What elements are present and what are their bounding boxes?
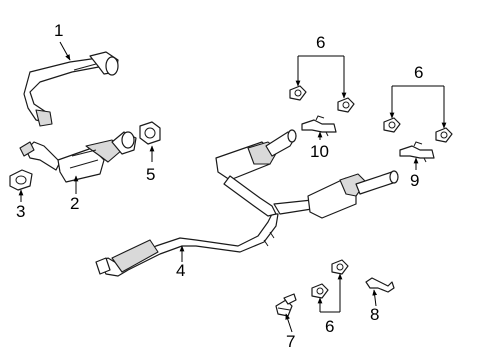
callout-3: 3: [16, 202, 25, 221]
callout-10: 10: [310, 142, 329, 161]
callout-4: 4: [176, 261, 185, 280]
callout-7: 7: [286, 332, 295, 351]
callout-2: 2: [70, 194, 79, 213]
callout-8: 8: [370, 305, 379, 324]
callout-6a: 6: [316, 33, 325, 52]
hanger-insulator-6b: [383, 117, 453, 143]
hanger-insulator-6c: [311, 259, 349, 299]
callout-5: 5: [146, 165, 155, 184]
gasket-5: [139, 121, 161, 145]
hanger-insulator-6a: [289, 85, 355, 113]
callout-9: 9: [410, 171, 419, 190]
catalytic-converter: [19, 131, 137, 183]
callout-6c: 6: [325, 317, 334, 336]
front-exhaust-pipe: [23, 51, 119, 127]
hook-hanger-8: [365, 277, 395, 293]
callout-1: 1: [54, 21, 63, 40]
center-muffler-assembly: [215, 129, 319, 217]
rear-muffler: [307, 170, 399, 219]
callout-6b: 6: [414, 63, 423, 82]
leader-lines: [18, 41, 447, 333]
gasket-3: [9, 169, 33, 191]
clamp-7: [275, 293, 297, 317]
intermediate-pipe: [95, 213, 279, 277]
hanger-bracket-9: [399, 141, 435, 163]
hanger-bracket-10: [301, 115, 337, 137]
